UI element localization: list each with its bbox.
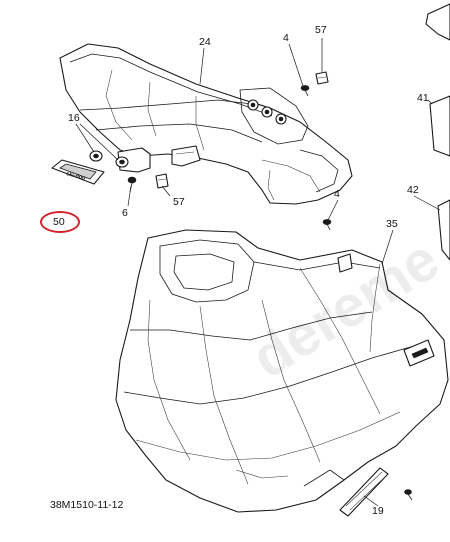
part-57-clip-lower[interactable]	[155, 173, 169, 189]
callout-41[interactable]: 41	[417, 92, 429, 104]
drawing-code: 38M1510-11-12	[50, 499, 124, 511]
part-50-decal[interactable]: ski-doo	[51, 159, 105, 185]
callout-6[interactable]: 6	[122, 207, 128, 219]
decal-logo-text: ski-doo	[66, 171, 87, 182]
part-35-console[interactable]	[115, 229, 449, 513]
part-42-edge-part[interactable]	[437, 199, 450, 261]
leader-lines	[75, 38, 441, 507]
highlight-ring-50	[40, 211, 80, 233]
part-16-spacers[interactable]	[89, 150, 129, 168]
part-57-clip-upper[interactable]	[315, 71, 329, 85]
callout-35[interactable]: 35	[386, 218, 398, 230]
part-19-strip[interactable]	[339, 467, 413, 517]
callout-4-lower[interactable]: 4	[334, 188, 340, 200]
part-6-screw[interactable]	[127, 176, 137, 193]
callout-57-lower[interactable]: 57	[173, 196, 185, 208]
callout-57-upper[interactable]: 57	[315, 24, 327, 36]
part-24-side-panel[interactable]	[59, 43, 353, 205]
callout-16[interactable]: 16	[68, 112, 80, 124]
part-41-edge-part[interactable]	[425, 3, 450, 157]
part-4-screw-upper[interactable]	[300, 85, 310, 97]
callout-19[interactable]: 19	[372, 505, 384, 517]
callout-42[interactable]: 42	[407, 184, 419, 196]
callout-4-upper[interactable]: 4	[283, 32, 289, 44]
part-4-screw-lower[interactable]	[322, 219, 332, 231]
callout-24[interactable]: 24	[199, 36, 211, 48]
